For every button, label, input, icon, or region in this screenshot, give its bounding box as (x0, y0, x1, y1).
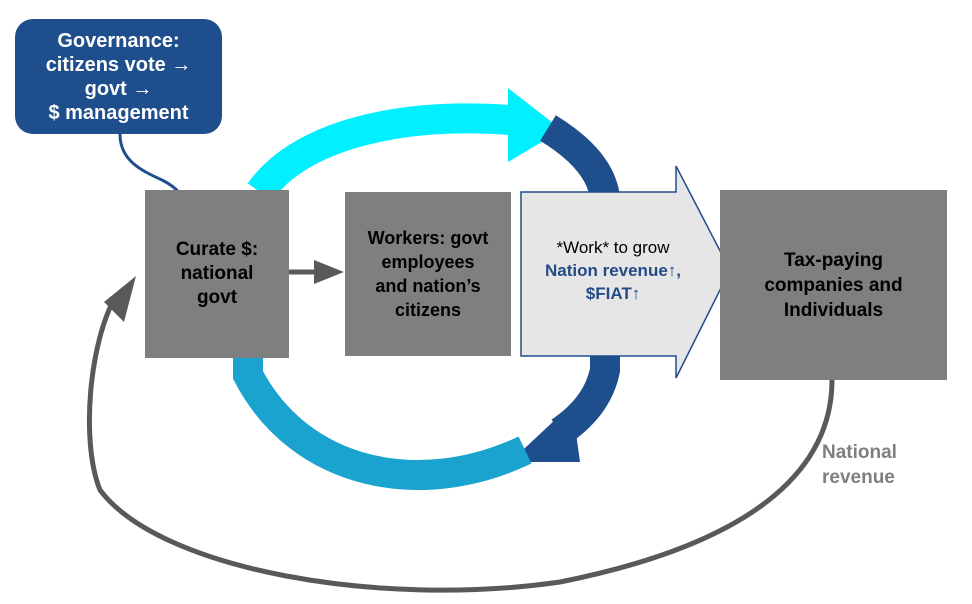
ring-top-arrowhead (508, 88, 562, 162)
revenue-loop-line (86, 294, 835, 593)
callout-line-2: citizens vote → (45, 53, 192, 76)
work-arrow-shape (520, 165, 731, 379)
work-arrow-text: *Work* to grow Nation revenue↑, $FIAT↑ (528, 236, 698, 305)
callout-line-3: govt → (84, 77, 153, 100)
callout-line-1: Governance: (57, 29, 180, 52)
tax-line-3: Individuals (783, 299, 884, 321)
workers-line-4: citizens (394, 300, 462, 320)
revenue-label-line-2: revenue (822, 467, 895, 488)
curate-box: Curate $: national govt (145, 190, 289, 358)
curate-to-workers-arrowhead (314, 260, 344, 284)
revenue-label-line-1: National (822, 442, 897, 463)
national-revenue-label: National revenue (822, 440, 922, 490)
curate-line-1: Curate $: (175, 239, 259, 260)
callout-line-4: $ management (48, 101, 189, 124)
work-line-3: $FIAT↑ (585, 284, 641, 303)
workers-box: Workers: govt employees and nation’s cit… (345, 192, 511, 356)
curate-line-3: govt (196, 287, 238, 308)
tax-paying-box: Tax-paying companies and Individuals (720, 190, 947, 380)
tax-line-1: Tax-paying (784, 249, 883, 271)
workers-line-3: and nation’s (375, 276, 481, 296)
revenue-loop-arrowhead (104, 276, 136, 322)
ring-top-arc (247, 103, 512, 202)
workers-line-1: Workers: govt (367, 228, 489, 248)
work-line-1: *Work* to grow (556, 238, 670, 257)
ring-right-arrowhead (510, 404, 580, 462)
curate-line-2: national (180, 263, 254, 284)
tax-line-2: companies and (764, 274, 903, 296)
work-line-2: Nation revenue↑, (544, 261, 682, 280)
ring-bottom-arc (233, 356, 532, 490)
governance-callout: Governance: citizens vote → govt → $ man… (15, 19, 222, 134)
workers-line-2: employees (381, 252, 475, 272)
